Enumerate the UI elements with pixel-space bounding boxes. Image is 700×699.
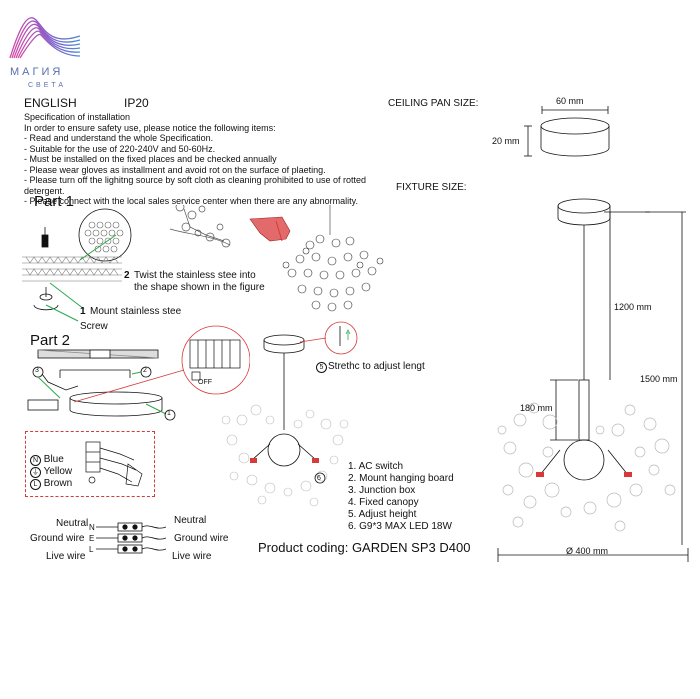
right-neutral-label: Neutral [174,515,207,526]
callout-6: 6 [317,475,321,482]
product-coding: Product coding: GARDEN SP3 D400 [258,540,471,555]
ceiling-height-label: 20 mm [492,136,520,146]
wire-blue: N Blue [30,454,72,466]
callout-1: 1 [167,410,171,417]
diameter-label: Ø 400 mm [566,546,609,556]
spec-item: - Must be installed on the fixed places … [24,154,277,164]
wire-brown: L Brown [30,478,72,490]
parts-list-item: 5. Adjust height [348,509,417,520]
spec-item: - Suitable for the use of 220-240V and 5… [24,143,216,154]
logo: МАГИЯ СВЕТА [6,6,84,96]
parts-list-item: 3. Junction box [348,485,416,496]
right-live-label: Live wire [172,551,212,562]
ceiling-width-label: 60 mm [556,96,584,106]
wire-yellow: ⏚ Yellow [30,466,72,478]
parts-list-item: 1. AC switch [348,461,404,472]
terminal-e: E [89,534,95,543]
terminal-block-drawing [96,522,167,554]
body-height-label: 180 mm [520,403,553,413]
wiring-legend: N Blue ⏚ Yellow L Brown [30,454,72,490]
adjust-length-text: Strethc to adjust lengt [328,361,425,372]
ceiling-pan-drawing [524,106,610,157]
step2-text: Twist the stainless stee into [134,270,256,281]
left-neutral-label: Neutral [56,518,89,529]
ip-rating: IP20 [124,96,149,110]
terminal-l: L [89,545,94,554]
off-label: OFF [198,379,212,386]
parts-list-item: 2. Mount hanging board [348,473,454,484]
spec-item: - Please connect with the local sales se… [24,196,359,206]
right-ground-label: Ground wire [174,533,229,544]
brand-name: МАГИЯ [10,66,64,78]
fixture-drawing [497,198,689,562]
parts-list: 1. AC switch 2. Mount hanging board 3. J… [348,461,454,533]
wire-brown-label: Brown [43,478,73,489]
step2-number: 2 [124,270,130,281]
left-live-label: Live wire [46,551,86,562]
step1-number: 1 [80,306,86,317]
ceiling-size-label: CEILING PAN SIZE: [388,98,479,109]
cable-length-label: 1200 mm [614,302,652,312]
terminal-n: N [89,523,95,532]
wiring-detail-drawing [85,441,143,487]
part2-drawing [27,325,250,421]
live-symbol-icon: L [30,479,41,490]
wire-blue-label: Blue [43,454,64,465]
brand-sub: СВЕТА [28,82,67,89]
parts-list-item: 6. G9*3 MAX LED 18W [348,521,452,532]
step1-text: Mount stainless stee [90,306,182,317]
callout-3: 3 [35,367,39,374]
spec-block: Specification of installation In order t… [24,112,404,207]
fixture-size-label: FIXTURE SIZE: [396,182,467,193]
spec-item: - Read and understand the whole Specific… [24,133,214,143]
spec-item: - Please turn off the lighitng source by… [24,175,367,196]
total-height-label: 1500 mm [640,374,678,384]
part1-title: Part 1 [34,193,75,210]
ground-symbol-icon: ⏚ [30,467,41,478]
spec-title: Specification of installation [24,112,131,122]
wiring-box [25,431,155,497]
parts-list-item: 4. Fixed canopy [348,497,419,508]
language-label: ENGLISH [24,96,77,110]
center-fixture-drawing [222,321,358,507]
left-ground-label: Ground wire [30,533,85,544]
wire-yellow-label: Yellow [43,466,73,477]
spec-item: - Please wear gloves as installment and … [24,164,326,175]
callout-5: 5 [316,362,327,373]
neutral-symbol-icon: N [30,455,41,466]
callout-2: 2 [143,367,147,374]
spec-intro: In order to ensure safety use, please no… [24,122,276,133]
screw-label: Screw [80,321,108,332]
step2-text-b: the shape shown in the figure [134,282,265,293]
logo-wave-icon [9,17,81,59]
part2-title: Part 2 [30,332,71,349]
part1-drawing [22,205,384,322]
